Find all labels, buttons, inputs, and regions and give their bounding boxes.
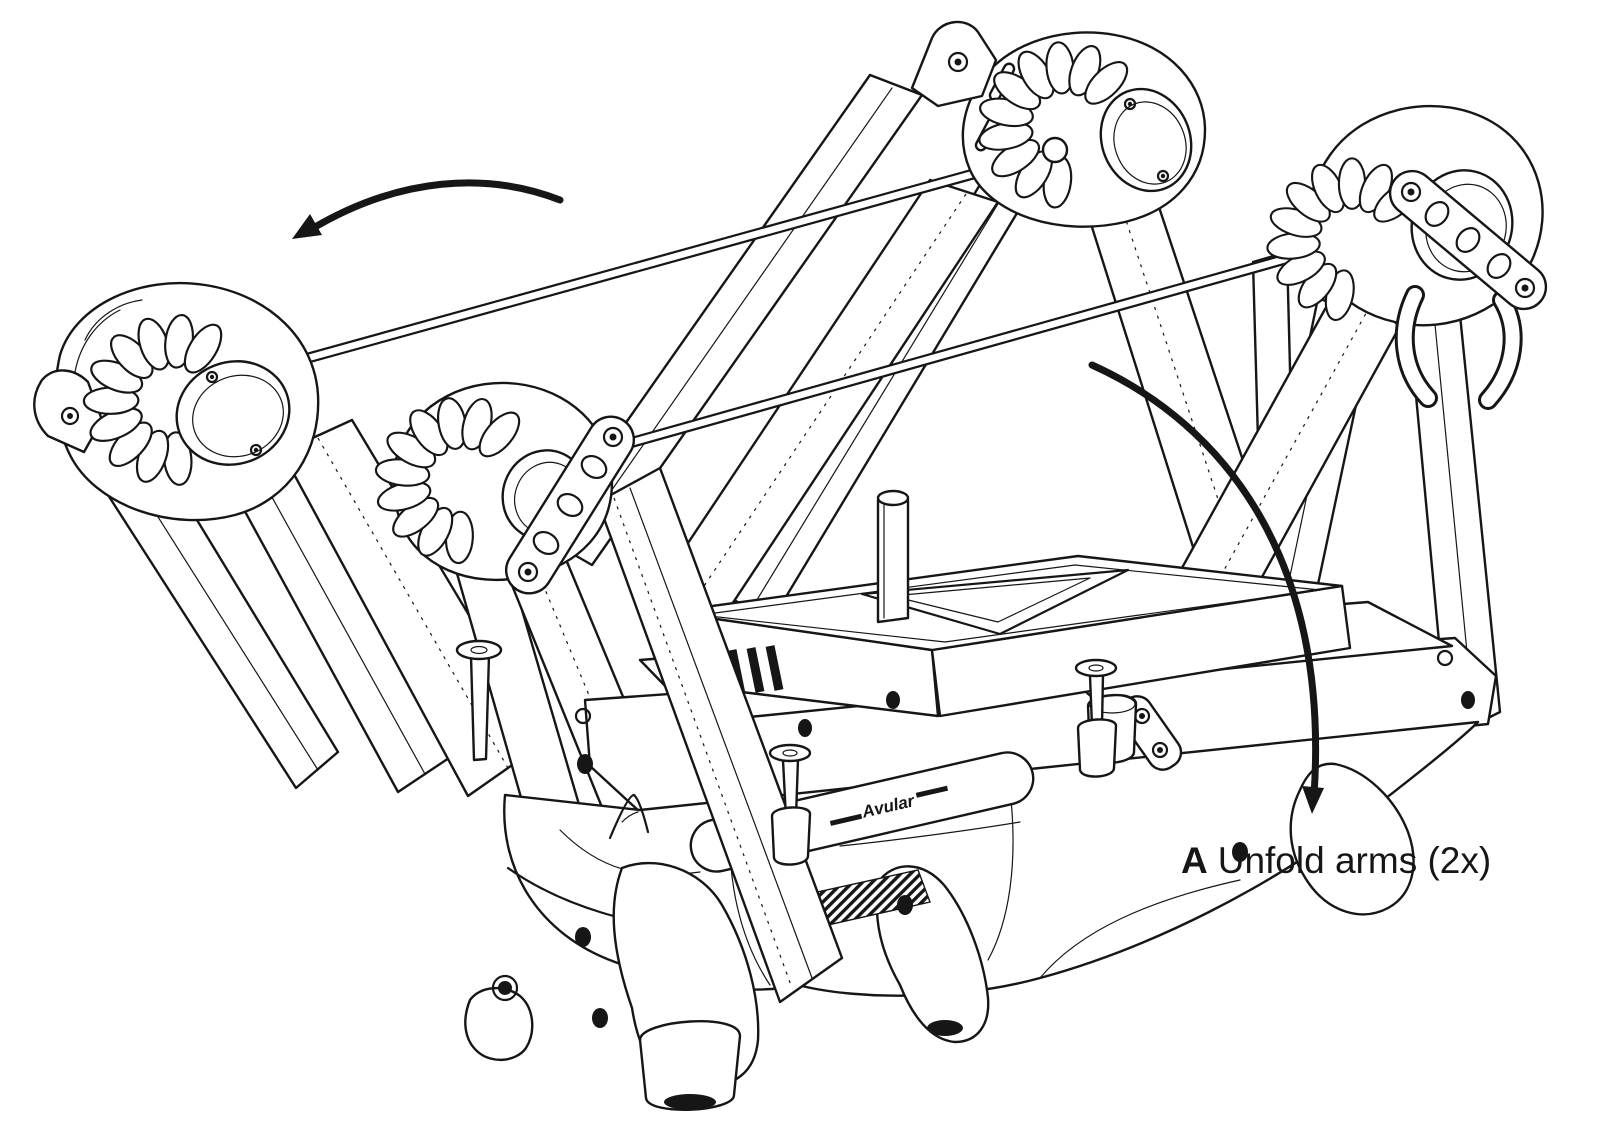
- motor-pod-right: [1265, 104, 1548, 410]
- mount-screws: [455, 639, 1118, 866]
- drone-chassis: [464, 636, 1498, 1111]
- motor-pod-top: [910, 20, 1207, 228]
- step-letter: A: [1181, 840, 1208, 881]
- step-text: Unfold arms (2x): [1217, 840, 1492, 881]
- folded-propeller-front: [596, 466, 844, 1004]
- motor-pod-left: [33, 281, 320, 522]
- motor-pod-front-left: [359, 381, 636, 595]
- battery-pack: [638, 554, 1454, 737]
- unfold-arrow-right: [1088, 361, 1324, 814]
- fold-tie-rods: [266, 144, 1306, 454]
- antenna: [876, 489, 910, 624]
- unfold-arrow-left: [292, 179, 564, 239]
